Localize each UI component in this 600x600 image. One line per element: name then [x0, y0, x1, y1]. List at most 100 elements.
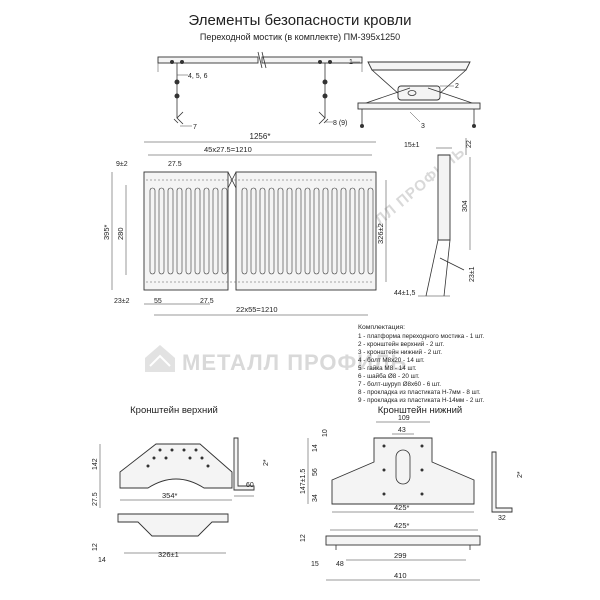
lower-dim-14: 14	[312, 444, 319, 452]
lower-dim-2: 2*	[517, 471, 524, 478]
lower-dim-109: 109	[398, 415, 410, 422]
kit-item: 6 - шайба Ø8 - 20 шт.	[358, 372, 420, 380]
kit-item: 5 - гайка М8 - 14 шт.	[358, 364, 417, 372]
section-view: 1 2 3 15±1 22 304 23±1 44±1,5	[349, 59, 481, 297]
platform-slat	[268, 187, 275, 275]
dim-44: 44±1,5	[394, 290, 415, 297]
platform-slat	[286, 187, 293, 275]
upper-bracket-bottom	[117, 513, 229, 537]
lower-dim-147: 147±1.5	[300, 469, 307, 494]
dim-275-bottom: 27.5	[200, 298, 214, 305]
platform-slat	[167, 187, 174, 275]
upper-dim-60: 60	[246, 482, 254, 489]
callout-3: 3	[421, 123, 425, 130]
lower-dim-43: 43	[398, 427, 406, 434]
platform-slat	[176, 187, 183, 275]
lower-bracket-plate	[331, 437, 475, 505]
upper-dim-2: 2*	[263, 459, 270, 466]
dim-9: 9±2	[116, 161, 128, 168]
lower-dim-425-top: 425*	[394, 503, 410, 512]
lower-dim-299: 299	[394, 551, 407, 560]
dim-275-top: 27.5	[168, 161, 182, 168]
dim-45x275: 45x27.5=1210	[204, 145, 252, 154]
callout-4-5-6: 4, 5, 6	[188, 73, 208, 80]
platform-slat	[194, 187, 201, 275]
dim-23-bottom: 23±2	[114, 298, 130, 305]
kit-item: 9 - прокладка из пластиката Н-14мм - 2 ш…	[358, 397, 484, 404]
platform-slat	[221, 187, 228, 275]
platform-slats	[146, 179, 374, 283]
upper-bracket-side	[233, 437, 255, 491]
platform-slat	[250, 187, 257, 275]
lower-dim-56: 56	[312, 468, 319, 476]
platform-right-half	[235, 171, 377, 291]
dim-22x55: 22x55=1210	[236, 305, 278, 314]
lower-bracket-bottom	[325, 535, 481, 546]
kit-item: 2 - кронштейн верхний - 2 шт.	[358, 340, 444, 348]
platform-slat	[259, 187, 266, 275]
platform-slat	[340, 187, 347, 275]
upper-dim-326: 326±1	[158, 550, 179, 559]
kit-list: Комплектация: 1 - платформа переходного …	[358, 324, 484, 404]
platform-slat	[185, 187, 192, 275]
lower-dim-48: 48	[336, 561, 344, 568]
dim-304: 304	[462, 200, 469, 212]
upper-bracket-plate	[119, 443, 233, 489]
upper-bracket-holes	[146, 448, 210, 468]
platform-slat	[349, 187, 356, 275]
callout-2: 2	[455, 83, 459, 90]
platform-slat	[304, 187, 311, 275]
kit-item: 3 - кронштейн нижний - 2 шт.	[358, 348, 442, 356]
dim-22: 22	[466, 140, 473, 148]
platform-slat	[295, 187, 302, 275]
watermark-logo	[145, 345, 175, 372]
side-view-platform-right	[261, 56, 363, 64]
platform-slat	[203, 187, 210, 275]
platform-slat	[331, 187, 338, 275]
lower-dim-32: 32	[498, 515, 506, 522]
lower-dim-34: 34	[312, 494, 319, 502]
lower-dim-410: 410	[394, 571, 407, 580]
platform-slat	[241, 187, 248, 275]
kit-item: 7 - болт-шуруп Ø8х60 - 6 шт.	[358, 380, 441, 388]
plan-view: 1256* 45x27.5=1210 9±2 27.5 395* 280 326…	[102, 132, 387, 316]
upper-dim-354: 354*	[162, 491, 178, 500]
dim-15: 15±1	[404, 142, 420, 149]
platform-slat	[158, 187, 165, 275]
lower-dim-15: 15	[311, 561, 319, 568]
upper-dim-12: 12	[92, 543, 99, 551]
upper-bracket: Кронштейн верхний 142 27.5 354* 2* 60 12…	[92, 405, 270, 564]
side-view: 4, 5, 6 7 8 (9)	[157, 51, 363, 131]
kit-item: 1 - платформа переходного мостика - 1 шт…	[358, 333, 484, 340]
lower-bracket-holes	[382, 444, 424, 496]
kit-heading: Комплектация:	[358, 324, 405, 331]
lower-dim-10: 10	[322, 429, 329, 437]
callout-1: 1	[349, 59, 353, 66]
upper-bracket-label: Кронштейн верхний	[130, 405, 218, 416]
platform-slat	[313, 187, 320, 275]
side-view-platform-left	[157, 56, 259, 64]
dim-23: 23±1	[469, 266, 476, 282]
page-title: Элементы безопасности кровли	[188, 12, 411, 29]
callout-7: 7	[193, 124, 197, 131]
upper-dim-142: 142	[92, 458, 99, 470]
dim-55: 55	[154, 298, 162, 305]
dim-326: 326±2	[376, 223, 385, 244]
platform-slat	[358, 187, 365, 275]
lower-bracket-side	[491, 451, 513, 513]
upper-dim-275: 27.5	[92, 492, 99, 506]
upper-dim-14: 14	[98, 557, 106, 564]
kit-item: 8 - прокладка из пластиката Н-7мм - 8 шт…	[358, 389, 481, 396]
dim-395: 395*	[102, 224, 111, 240]
lower-dim-425-bottom: 425*	[394, 521, 410, 530]
watermark-text: МЕТАЛЛ ПРОФИЛЬ	[182, 350, 407, 375]
dim-1256: 1256*	[250, 132, 271, 141]
platform-slat	[367, 187, 374, 275]
lower-bracket-slot	[395, 449, 411, 485]
platform-slat	[212, 187, 219, 275]
platform-slat	[149, 187, 156, 275]
kit-item: 4 - болт М8х20 - 14 шт.	[358, 356, 425, 364]
lower-bracket-label: Кронштейн нижний	[378, 405, 462, 416]
platform-slat	[277, 187, 284, 275]
